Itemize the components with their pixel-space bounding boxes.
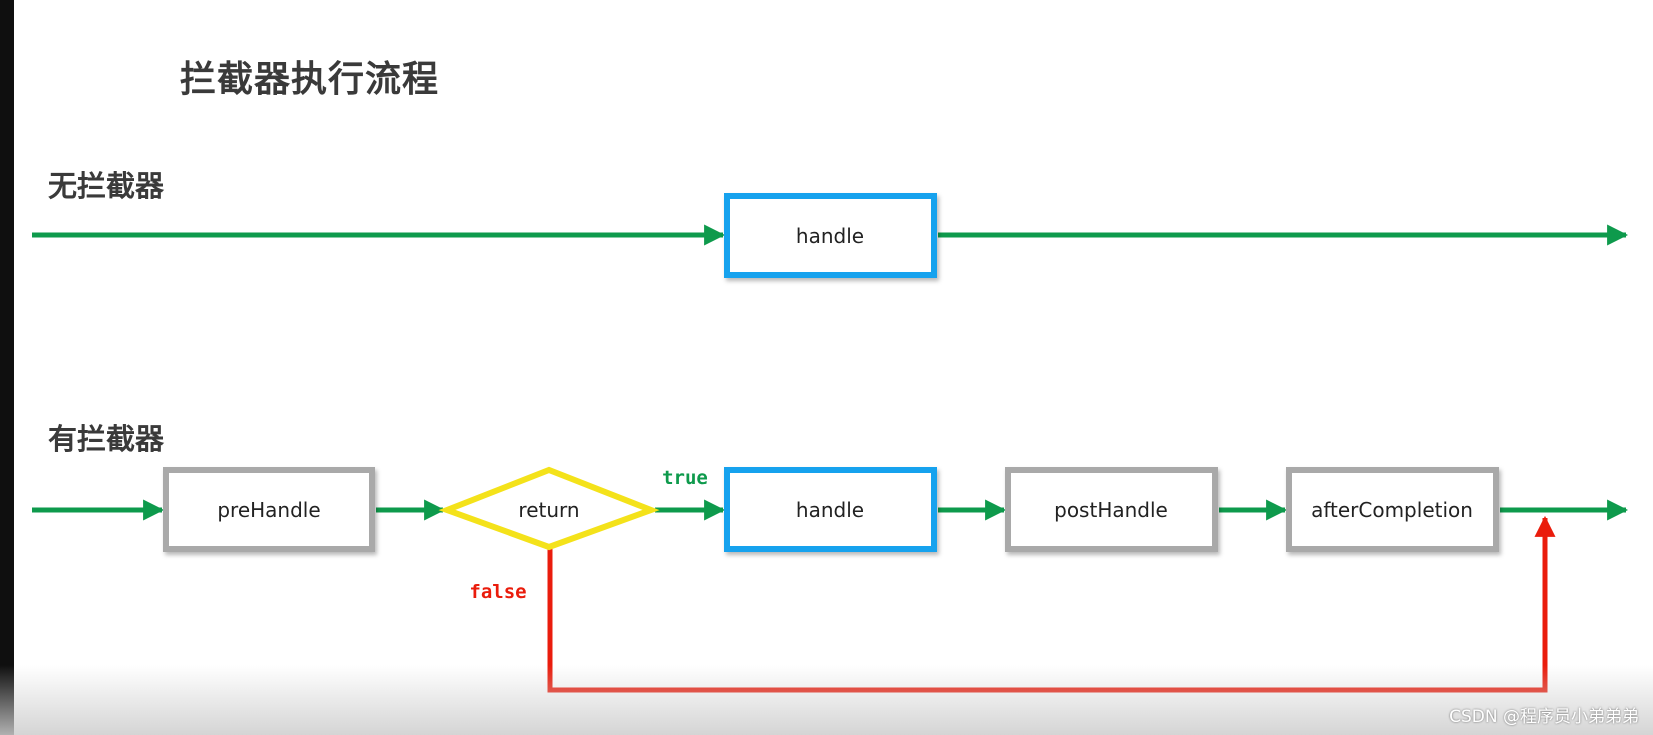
prehandle-box-label: preHandle bbox=[217, 498, 320, 522]
left-edge-bar bbox=[0, 0, 14, 735]
watermark: CSDN @程序员小弟弟弟 bbox=[1449, 707, 1639, 727]
page-title: 拦截器执行流程 bbox=[180, 59, 440, 100]
bottom-shadow-band bbox=[0, 665, 1653, 735]
aftercompletion-box: afterCompletion bbox=[1286, 467, 1499, 552]
false-branch-label: false bbox=[469, 581, 526, 603]
aftercompletion-box-label: afterCompletion bbox=[1311, 498, 1473, 522]
prehandle-box: preHandle bbox=[163, 467, 375, 552]
section-label-without-interceptor: 无拦截器 bbox=[48, 169, 165, 203]
handle-box-plain: handle bbox=[724, 193, 937, 278]
true-branch-label: true bbox=[662, 467, 708, 489]
return-decision-diamond: return bbox=[438, 466, 660, 551]
posthandle-box-label: postHandle bbox=[1054, 498, 1168, 522]
handle-box: handle bbox=[724, 467, 937, 552]
handle-box-plain-label: handle bbox=[796, 224, 864, 248]
section-label-with-interceptor: 有拦截器 bbox=[48, 422, 165, 456]
return-decision-label: return bbox=[518, 498, 579, 522]
handle-box-label: handle bbox=[796, 498, 864, 522]
posthandle-box: postHandle bbox=[1005, 467, 1218, 552]
